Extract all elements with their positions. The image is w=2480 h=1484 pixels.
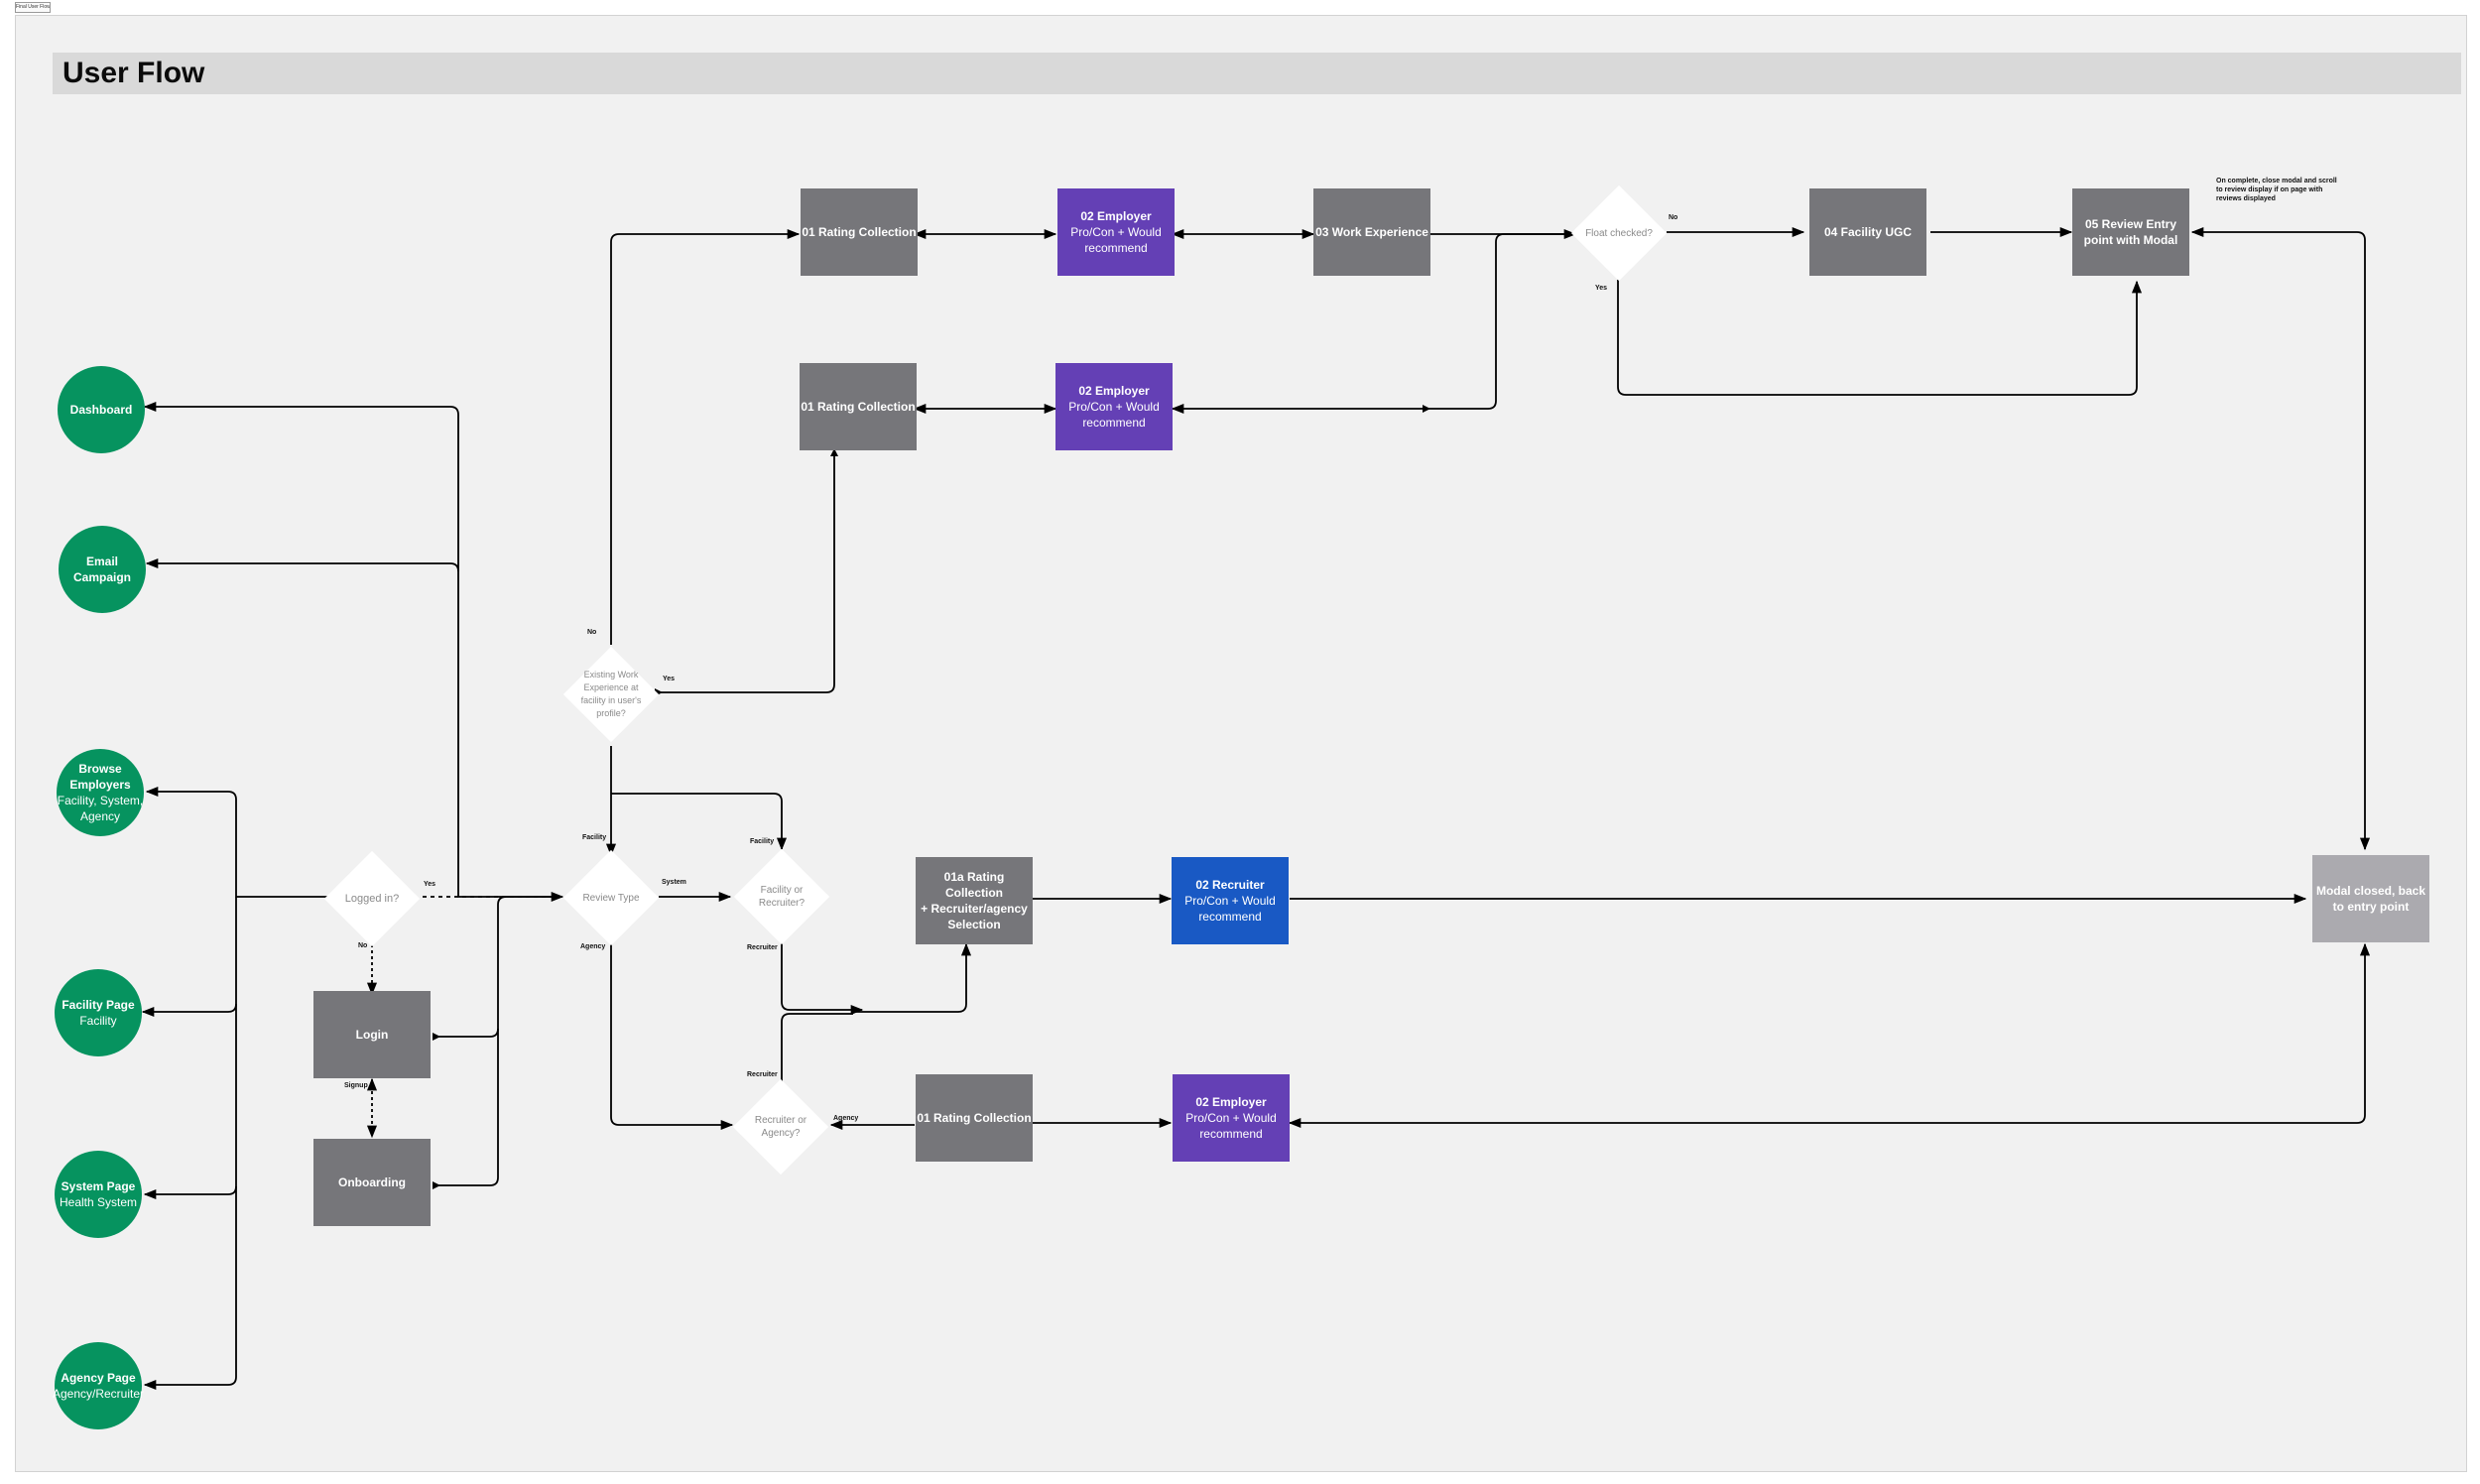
step-work-experience-label: 03 Work Experience (1315, 225, 1428, 239)
edge-label-agency-right: Agency (833, 1115, 859, 1122)
step-rating-collection-top[interactable]: 01 Rating Collection (801, 188, 918, 276)
step-login[interactable]: Login (313, 991, 431, 1078)
step-recruiter-sub: Pro/Con + Would recommend (1184, 894, 1276, 924)
page-title: User Flow (62, 57, 205, 89)
link-facility-down (611, 793, 788, 851)
edge-label-yes-logged: Yes (424, 881, 436, 888)
entry-browse-sub: Facility, System, Agency (57, 794, 144, 823)
step-rating-top-label: 01 Rating Collection (802, 225, 917, 239)
link-review-agency (610, 942, 734, 1131)
step-recruiter-label: 02 Recruiter (1195, 878, 1265, 892)
link-dashboard (143, 401, 562, 898)
entry-dashboard[interactable]: Dashboard (58, 366, 145, 453)
decision-recruiter-or-agency[interactable]: Recruiter or Agency? (732, 1078, 829, 1175)
edge-label-facility-right: Facility (750, 838, 775, 845)
decision-existing-work-label: Existing Work Experience at facility in … (580, 670, 642, 718)
edge-label-yes-existing: Yes (663, 676, 676, 682)
decision-logged-in[interactable]: Logged in? (323, 850, 421, 947)
decision-facility-or-recruiter[interactable]: Facility or Recruiter? (733, 848, 830, 945)
step-onboarding[interactable]: Onboarding (313, 1139, 431, 1226)
decision-logged-in-label: Logged in? (344, 892, 400, 905)
link-onboarding-back (433, 1029, 499, 1186)
step-rating-recruiter[interactable]: 01a Rating Collection + Recruiter/agency… (916, 857, 1033, 944)
step-review-entry-label: 05 Review Entry point with Modal (2083, 217, 2178, 247)
step-review-entry[interactable]: 05 Review Entry point with Modal (2072, 188, 2189, 276)
entry-browse-employers[interactable]: Browse Employers Facility, System, Agenc… (57, 749, 144, 836)
step-facility-ugc-label: 04 Facility UGC (1823, 225, 1913, 239)
step-employer-agency[interactable]: 02 Employer Pro/Con + Would recommend (1173, 1074, 1290, 1162)
step-work-experience[interactable]: 03 Work Experience (1313, 188, 1430, 276)
step-modal-closed-label: Modal closed, back to entry point (2315, 884, 2426, 914)
entry-agency-label: Agency Page (61, 1371, 136, 1385)
link-far-recruiter (781, 942, 864, 1016)
edge-label-no-logged: No (358, 942, 368, 949)
decision-existing-work[interactable]: Existing Work Experience at facility in … (561, 645, 661, 744)
step-rating-collection-mid[interactable]: 01 Rating Collection (800, 363, 917, 450)
step-employer-top[interactable]: 02 Employer Pro/Con + Would recommend (1057, 188, 1175, 276)
entry-email-label: Email Campaign (72, 555, 131, 584)
edge-label-signup: Signup (344, 1082, 368, 1089)
edge-label-no-float: No (1669, 214, 1678, 221)
step-rating-agency[interactable]: 01 Rating Collection (916, 1074, 1033, 1162)
entry-agency-page[interactable]: Agency Page Agency/Recruiter (52, 1342, 145, 1429)
link-browse (145, 786, 337, 898)
decision-float-checked[interactable]: Float checked? (1570, 185, 1668, 282)
edge-label-recruiter-down: Recruiter (747, 944, 778, 951)
entry-system-sub: Health System (59, 1195, 138, 1209)
link-existing-yes (655, 448, 835, 693)
step-rating-agency-label: 01 Rating Collection (917, 1111, 1032, 1125)
entry-email-campaign[interactable]: Email Campaign (59, 526, 146, 613)
link-email (145, 557, 459, 572)
annotation-note: On complete, close modal and scroll to r… (2216, 178, 2337, 202)
step-recruiter[interactable]: 02 Recruiter Pro/Con + Would recommend (1172, 857, 1289, 944)
step-facility-ugc[interactable]: 04 Facility UGC (1809, 188, 1926, 276)
entry-system-label: System Page (61, 1179, 136, 1193)
title-bar: User Flow (53, 53, 2461, 94)
step-employer-mid-sub: Pro/Con + Would recommend (1068, 400, 1160, 430)
decision-review-type-label: Review Type (582, 892, 640, 904)
decision-float-checked-label: Float checked? (1585, 227, 1653, 239)
edge-label-facility: Facility (582, 834, 607, 841)
entry-agency-sub: Agency/Recruiter (52, 1387, 145, 1401)
step-employer-mid[interactable]: 02 Employer Pro/Con + Would recommend (1055, 363, 1173, 450)
step-modal-closed[interactable]: Modal closed, back to entry point (2312, 855, 2429, 942)
edge-label-system: System (662, 879, 686, 886)
entry-facility-label: Facility Page (62, 998, 135, 1012)
edge-label-yes-float: Yes (1595, 285, 1608, 292)
link-login-back (433, 896, 561, 1038)
canvas (15, 15, 2467, 1472)
frame-tag[interactable]: Final User Flow (15, 2, 51, 13)
entry-dashboard-label: Dashboard (69, 403, 133, 417)
link-ea-modal (1288, 942, 2371, 1129)
entry-system-page[interactable]: System Page Health System (55, 1151, 142, 1238)
edge-label-agency: Agency (580, 943, 606, 950)
step-login-label: Login (355, 1028, 389, 1042)
entry-browse-label: Browse Employers (69, 762, 131, 792)
link-agency-page (143, 1186, 237, 1391)
step-employer-mid-label: 02 Employer (1078, 384, 1150, 398)
decision-facility-or-recruiter-label: Facility or Recruiter? (758, 885, 806, 909)
link-em-float (1171, 233, 1575, 415)
link-to-01a (853, 942, 972, 1013)
step-employer-agency-sub: Pro/Con + Would recommend (1185, 1111, 1277, 1141)
link-roa-recruiter (781, 1013, 853, 1085)
link-float-yes (1617, 280, 2143, 396)
decision-recruiter-or-agency-label: Recruiter or Agency? (754, 1115, 807, 1139)
step-rating-recruiter-label: 01a Rating Collection + Recruiter/agency… (921, 870, 1028, 931)
link-existing-no (610, 228, 801, 645)
link-system-page (143, 1004, 237, 1200)
entry-facility-page[interactable]: Facility Page Facility (55, 969, 142, 1056)
step-employer-top-sub: Pro/Con + Would recommend (1070, 225, 1162, 255)
step-employer-agency-label: 02 Employer (1195, 1095, 1267, 1109)
link-facility-page (141, 897, 237, 1018)
entry-facility-sub: Facility (79, 1014, 117, 1028)
step-employer-top-label: 02 Employer (1080, 209, 1152, 223)
link-review-modal (2190, 226, 2371, 851)
decision-review-type[interactable]: Review Type (562, 849, 660, 946)
edge-label-recruiter-up: Recruiter (747, 1071, 778, 1078)
edge-label-no-existing: No (587, 629, 597, 636)
step-rating-mid-label: 01 Rating Collection (801, 400, 916, 414)
step-onboarding-label: Onboarding (338, 1175, 406, 1189)
